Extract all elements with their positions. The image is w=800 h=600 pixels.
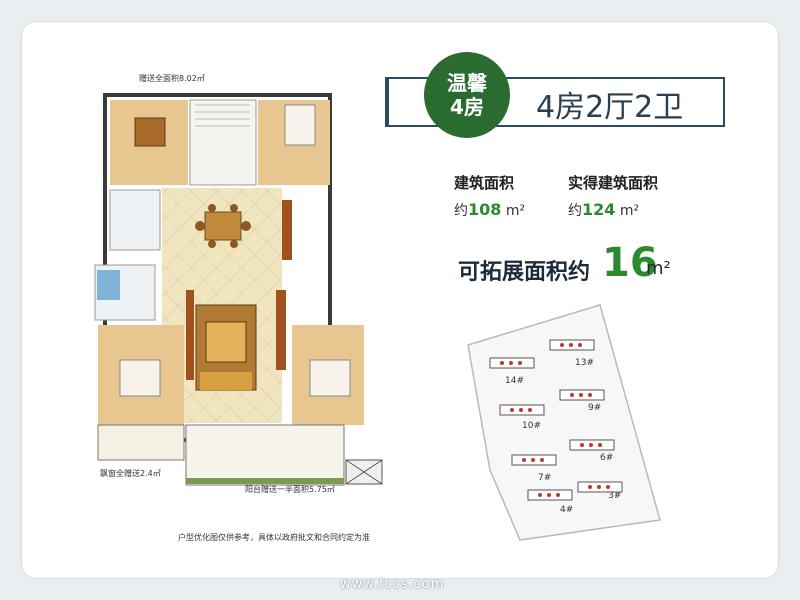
disclaimer-note: 户型优化图仅供参考，具体以政府批文和合同约定为准 [178, 533, 370, 542]
site-unit-marker [547, 493, 551, 497]
actual-area-unit: m² [619, 203, 640, 219]
site-unit-marker [598, 443, 602, 447]
site-unit-marker [570, 393, 574, 397]
site-unit-marker [519, 408, 523, 412]
site-building-label: 9# [588, 403, 601, 413]
site-unit-marker [569, 343, 573, 347]
site-unit-marker [597, 485, 601, 489]
building-area-unit: m² [505, 203, 526, 219]
site-unit-marker [580, 443, 584, 447]
site-unit-marker [522, 458, 526, 462]
site-building-label: 4# [560, 505, 573, 515]
badge-line-2: 4房 [450, 95, 484, 119]
building-area-label: 建筑面积 [454, 174, 515, 192]
site-unit-marker [578, 343, 582, 347]
site-unit-marker [509, 361, 513, 365]
bay-window-gift-label: 飘窗全赠送2.4㎡ [100, 469, 161, 478]
gift-area-label: 赠送全面积8.02㎡ [139, 74, 205, 83]
bathroom-1 [109, 189, 161, 251]
actual-area-label: 实得建筑面积 [568, 174, 659, 192]
site-building-label: 14# [505, 376, 524, 386]
site-unit-marker [588, 393, 592, 397]
badge-line-1: 温馨 [447, 71, 487, 95]
title-frame [385, 77, 725, 127]
site-unit-marker [500, 361, 504, 365]
site-unit-marker [538, 493, 542, 497]
balcony-gift-label: 阳台赠送一半面积5.75㎡ [245, 485, 335, 494]
site-unit-marker [560, 343, 564, 347]
site-building-label: 3# [608, 491, 621, 501]
site-unit-marker [606, 485, 610, 489]
balcony [185, 424, 345, 486]
kitchen [189, 99, 257, 186]
site-unit-marker [531, 458, 535, 462]
bay-window [97, 424, 185, 461]
site-building-label: 7# [538, 473, 551, 483]
layout-badge: 温馨 4房 [424, 52, 510, 138]
site-unit-marker [588, 485, 592, 489]
actual-area-prefix: 约 [568, 203, 582, 219]
extendable-area-unit: m² [646, 258, 671, 279]
actual-area-number: 124 [582, 200, 616, 219]
building-area-number: 108 [468, 200, 502, 219]
building-area-prefix: 约 [454, 203, 468, 219]
site-building-label: 13# [575, 358, 594, 368]
site-unit-marker [556, 493, 560, 497]
site-unit-marker [528, 408, 532, 412]
actual-area-value: 约124 m² [568, 200, 639, 220]
extendable-area-number: 16 [602, 240, 658, 286]
extendable-area-label: 可拓展面积约 [458, 260, 591, 285]
site-building-label: 6# [600, 453, 613, 463]
site-unit-marker [518, 361, 522, 365]
watermark: www.fccs.com [340, 577, 445, 592]
layout-title: 4房2厅2卫 [536, 90, 684, 125]
site-unit-marker [540, 458, 544, 462]
site-unit-marker [589, 443, 593, 447]
site-building-label: 10# [522, 421, 541, 431]
building-area-value: 约108 m² [454, 200, 525, 220]
site-unit-marker [510, 408, 514, 412]
site-unit-marker [579, 393, 583, 397]
